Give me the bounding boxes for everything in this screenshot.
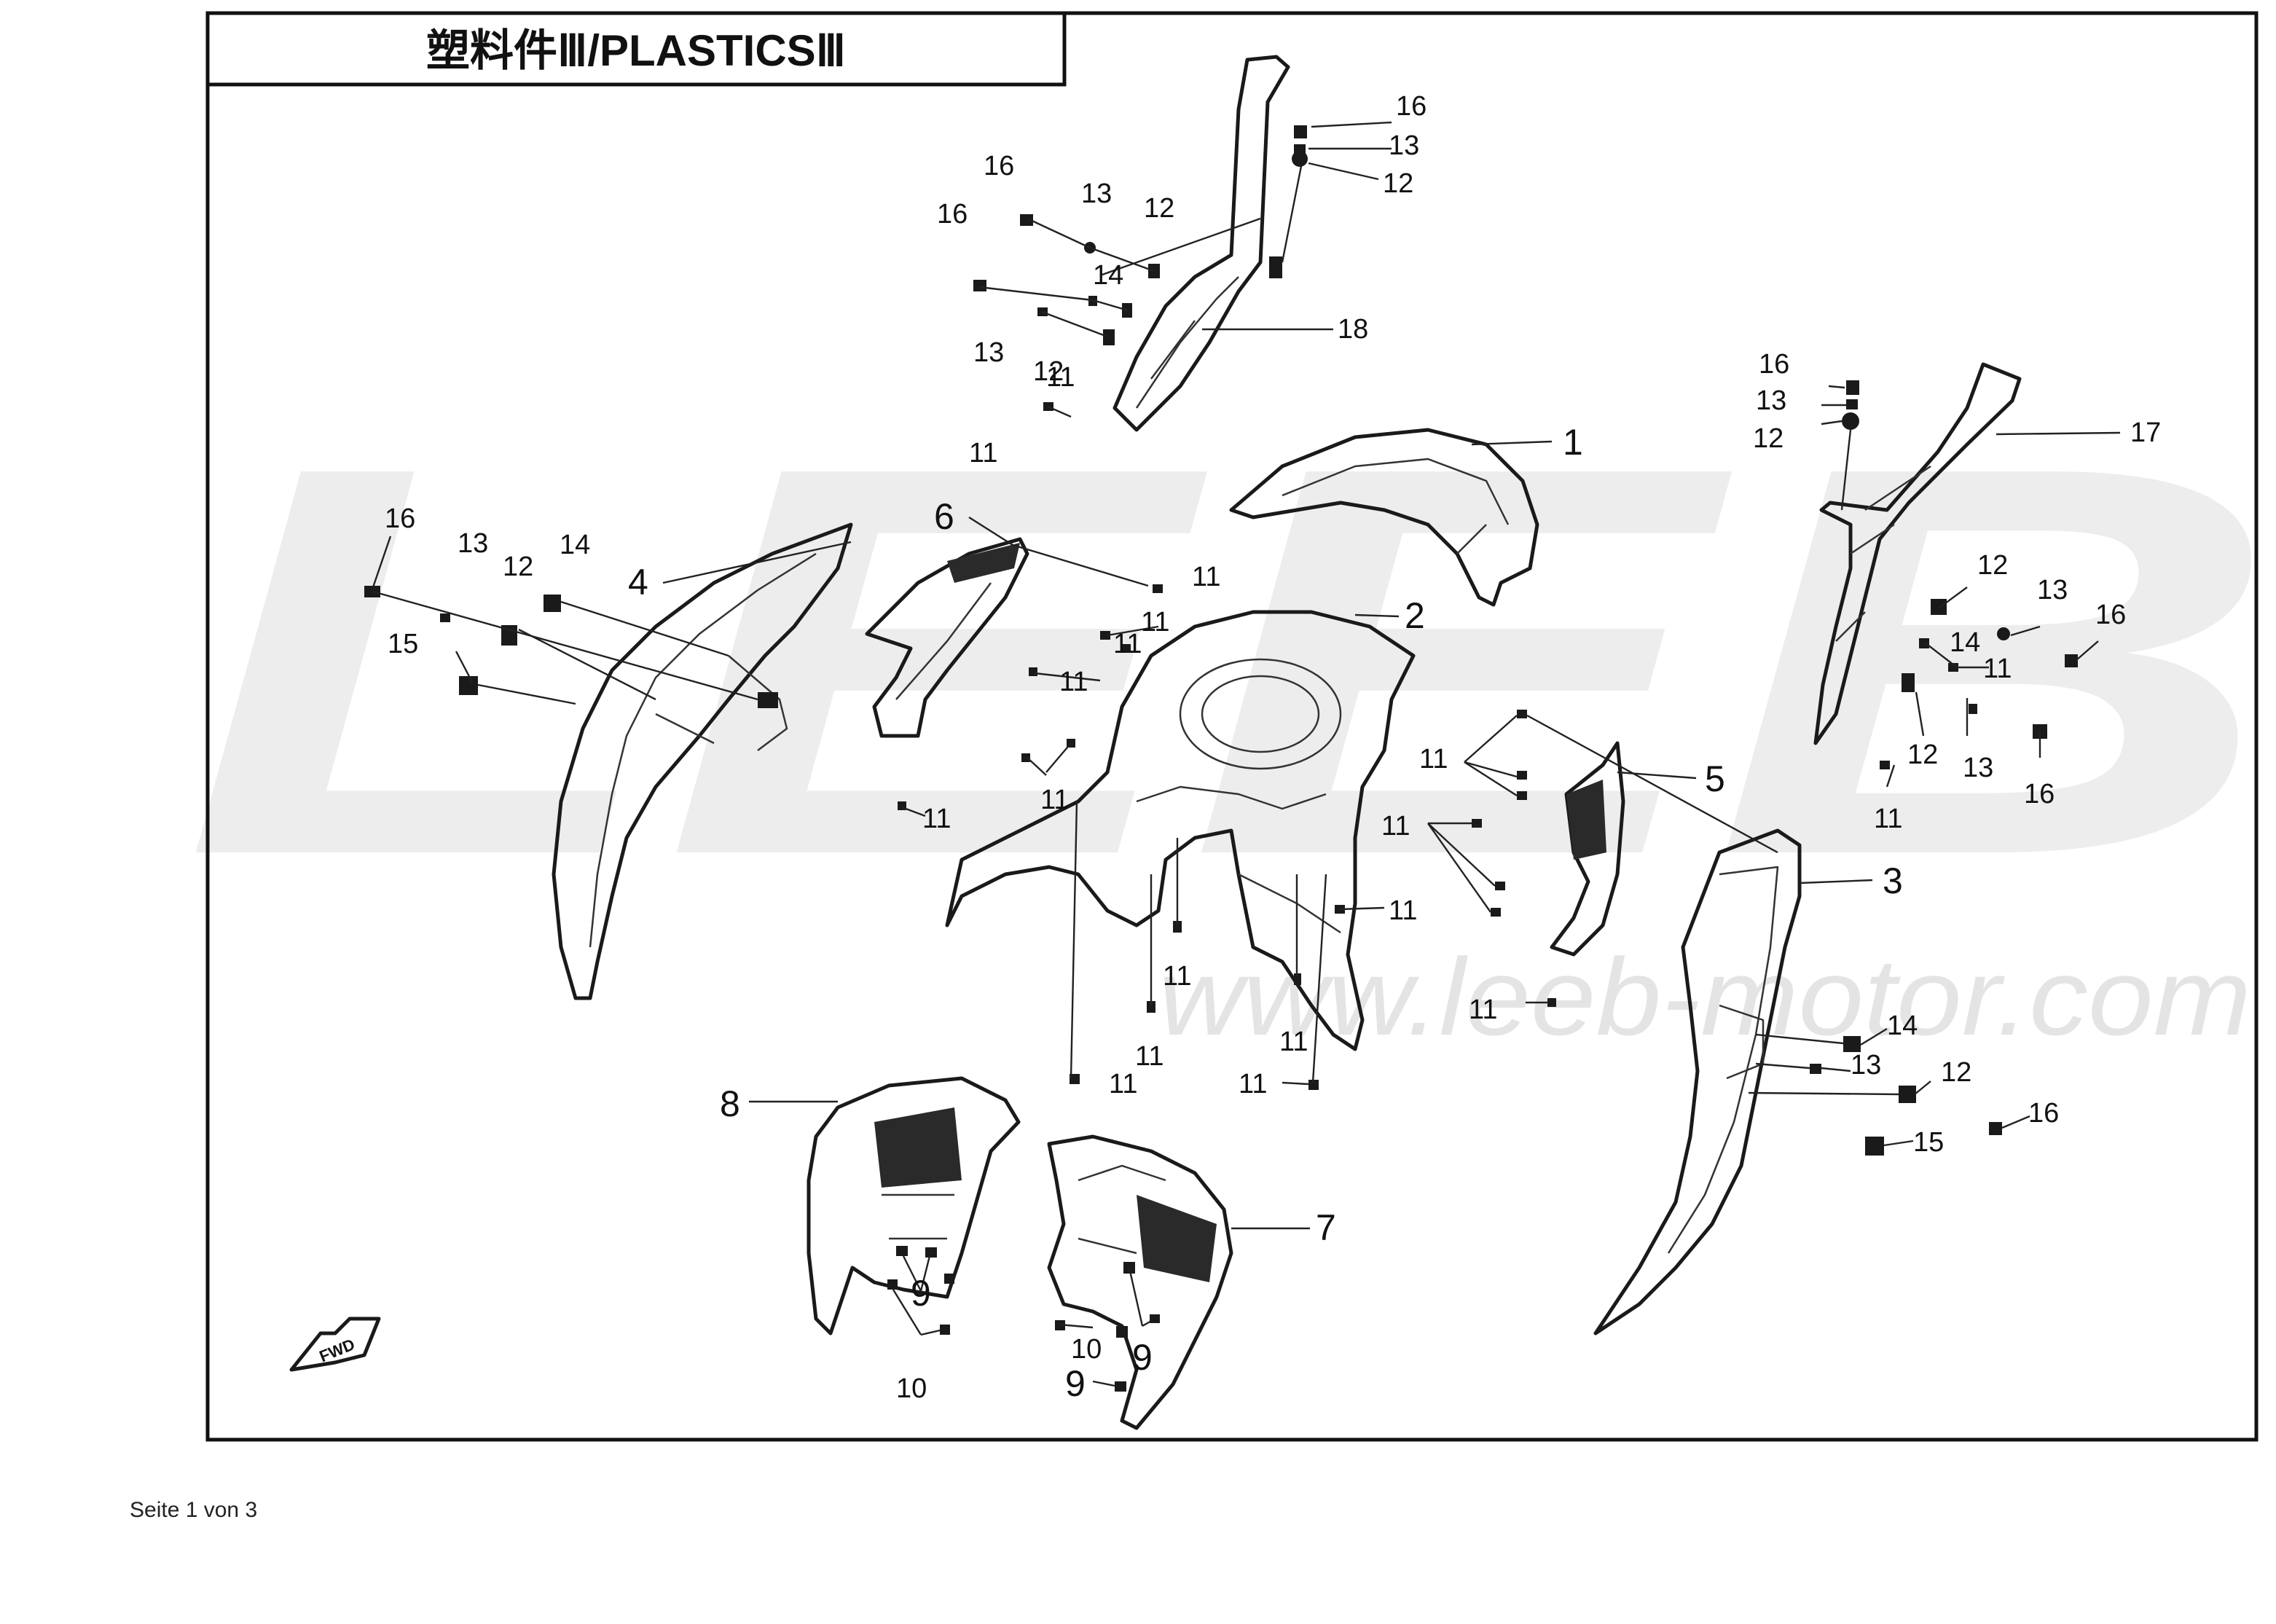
fasteners bbox=[364, 125, 2078, 1392]
callout-numbers: 1 2 3 4 5 6 7 8 9 9 9 10 10 11 11 11 11 … bbox=[385, 91, 2161, 1404]
callout-4: 4 bbox=[628, 562, 648, 603]
callout-12: 12 bbox=[1383, 168, 1413, 199]
callout-13: 13 bbox=[1756, 385, 1786, 416]
callout-16: 16 bbox=[1759, 349, 1789, 380]
callout-10: 10 bbox=[896, 1373, 927, 1404]
fwd-direction-marker: FWD bbox=[289, 1317, 381, 1372]
callout-13: 13 bbox=[1081, 179, 1112, 209]
callout-11: 11 bbox=[1135, 1041, 1163, 1072]
callout-12: 12 bbox=[1907, 740, 1938, 770]
part-18-stay bbox=[1113, 55, 1290, 432]
part-1-top-cover bbox=[1229, 428, 1539, 607]
page-footer: Seite 1 von 3 bbox=[130, 1498, 258, 1522]
diagram-title: 塑料件Ⅲ/PLASTICSⅢ bbox=[426, 26, 846, 75]
part-2-center-shroud bbox=[945, 610, 1416, 1051]
callout-16: 16 bbox=[2028, 1098, 2059, 1129]
callout-16: 16 bbox=[2095, 600, 2126, 630]
callout-11: 11 bbox=[1192, 562, 1220, 592]
callout-12: 12 bbox=[1977, 550, 2008, 581]
callout-9: 9 bbox=[1132, 1337, 1153, 1378]
callout-13: 13 bbox=[2037, 575, 2068, 605]
callout-11: 11 bbox=[1040, 785, 1069, 815]
callout-11: 11 bbox=[1469, 995, 1497, 1025]
callout-15: 15 bbox=[1913, 1127, 1944, 1158]
callout-11: 11 bbox=[1419, 744, 1448, 774]
callout-11: 11 bbox=[1239, 1069, 1267, 1099]
callout-8: 8 bbox=[720, 1083, 740, 1124]
callout-11: 11 bbox=[1389, 895, 1417, 926]
callout-13: 13 bbox=[1851, 1050, 1881, 1080]
callout-11: 11 bbox=[969, 438, 997, 468]
callout-12: 12 bbox=[503, 552, 533, 582]
diagram-frame bbox=[205, 11, 2259, 1442]
callout-10: 10 bbox=[1071, 1334, 1102, 1365]
callout-14: 14 bbox=[1887, 1011, 1918, 1041]
callout-13: 13 bbox=[973, 337, 1004, 368]
callout-2: 2 bbox=[1405, 595, 1425, 636]
callout-11: 11 bbox=[1059, 667, 1088, 697]
callout-11: 11 bbox=[1381, 811, 1410, 842]
callout-11: 11 bbox=[1113, 629, 1142, 659]
callout-12: 12 bbox=[1144, 193, 1174, 224]
callout-3: 3 bbox=[1883, 860, 1903, 901]
callout-1: 1 bbox=[1563, 422, 1583, 463]
callout-11: 11 bbox=[1983, 654, 2012, 684]
watermark-brand: LEEB bbox=[182, 352, 2276, 970]
watermark-url: www.leeb-motor.com bbox=[1158, 935, 2251, 1058]
callout-13: 13 bbox=[458, 528, 488, 559]
callout-16: 16 bbox=[2024, 779, 2055, 809]
callout-9: 9 bbox=[1065, 1363, 1086, 1404]
callout-14: 14 bbox=[560, 530, 590, 560]
callout-11: 11 bbox=[1046, 362, 1075, 393]
part-7-inner-liner bbox=[1047, 1134, 1233, 1430]
title-box bbox=[205, 11, 1067, 87]
callout-7: 7 bbox=[1316, 1207, 1336, 1248]
callout-16: 16 bbox=[937, 199, 968, 230]
callout-17: 17 bbox=[2130, 417, 2161, 448]
callout-16: 16 bbox=[1396, 91, 1427, 122]
leader-lines bbox=[372, 121, 2121, 1387]
part-5-bracket bbox=[1550, 741, 1625, 957]
callout-9: 9 bbox=[911, 1273, 931, 1314]
callout-15: 15 bbox=[388, 629, 418, 659]
part-6-bracket bbox=[865, 537, 1029, 738]
callout-13: 13 bbox=[1389, 130, 1419, 161]
callout-12: 12 bbox=[1941, 1057, 1971, 1088]
part-17-stay bbox=[1813, 362, 2022, 745]
callout-11: 11 bbox=[1279, 1027, 1308, 1057]
callout-11: 11 bbox=[1109, 1069, 1137, 1099]
part-8-inner-liner bbox=[807, 1076, 1021, 1335]
callout-11: 11 bbox=[1163, 961, 1191, 992]
callout-14: 14 bbox=[1093, 260, 1123, 291]
callout-11: 11 bbox=[1874, 804, 1902, 834]
callout-5: 5 bbox=[1705, 758, 1725, 799]
callout-16: 16 bbox=[984, 151, 1014, 181]
part-4-left-panel bbox=[552, 522, 853, 1000]
callout-18: 18 bbox=[1338, 314, 1368, 345]
callout-16: 16 bbox=[385, 503, 415, 534]
callout-11: 11 bbox=[922, 804, 951, 834]
callout-14: 14 bbox=[1950, 627, 1980, 658]
callout-13: 13 bbox=[1963, 753, 1993, 783]
callout-12: 12 bbox=[1033, 356, 1064, 387]
callout-11: 11 bbox=[1141, 607, 1169, 638]
callout-12: 12 bbox=[1753, 423, 1783, 454]
callout-6: 6 bbox=[934, 496, 954, 537]
